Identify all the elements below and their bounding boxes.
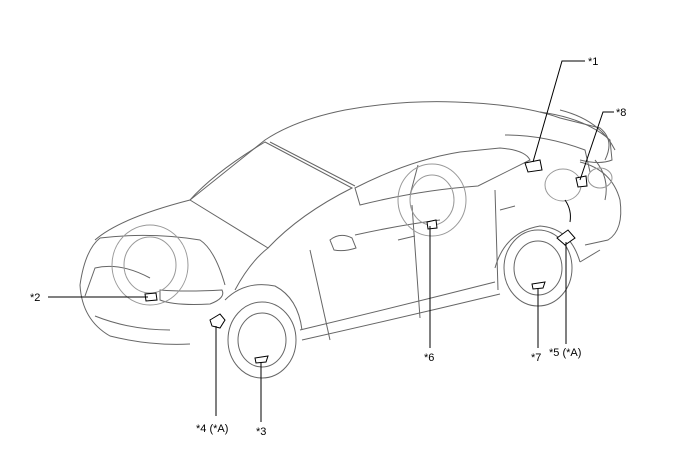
leader-lines [48,60,614,422]
callout-2: *2 [30,292,40,304]
callout-7: *7 [531,352,541,364]
leader-8 [579,111,614,181]
callout-3: *3 [256,426,266,438]
component-6 [426,219,438,230]
component-markers [144,159,588,364]
component-3 [254,355,269,364]
component-4 [209,313,226,329]
car-outline [79,101,622,379]
component-1 [524,159,543,173]
callout-8: *8 [616,107,626,119]
wire-harness [564,199,571,223]
component-5 [556,229,576,246]
component-8 [575,175,588,188]
callout-4: *4 (*A) [196,423,228,435]
callout-labels: *1 *2 *3 *4 (*A) *5 (*A) *6 *7 *8 [30,56,626,438]
callout-5: *5 (*A) [549,347,581,359]
component-7 [531,281,546,290]
callout-6: *6 [424,352,434,364]
callout-1: *1 [588,56,598,68]
component-2 [144,292,158,302]
leader-1 [532,60,585,163]
